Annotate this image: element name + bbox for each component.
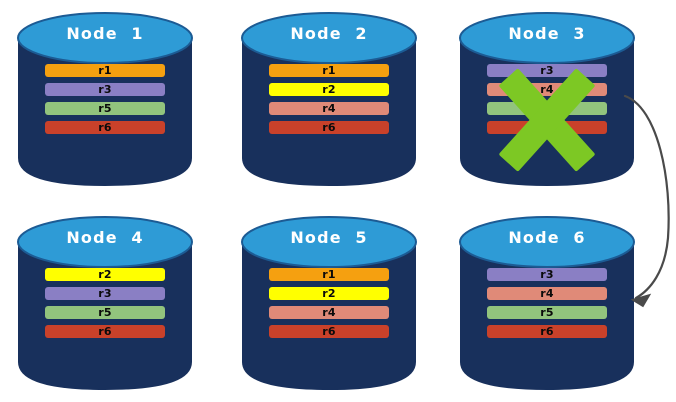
row-bar: r1 [269, 268, 389, 281]
row-bar: r2 [45, 268, 165, 281]
row-bar: r4 [487, 83, 607, 96]
row-bar: r3 [487, 268, 607, 281]
cylinder-top-ellipse [241, 216, 417, 268]
row-bar: r4 [269, 306, 389, 319]
cylinder-top-ellipse [459, 216, 635, 268]
row-bar: r6 [269, 121, 389, 134]
row-bar: r5 [487, 306, 607, 319]
row-bar: r1 [269, 64, 389, 77]
row-bar: r4 [487, 287, 607, 300]
row-bar: r2 [269, 83, 389, 96]
row-list-node-5: r1 r2 r4 r6 [269, 268, 389, 344]
row-list-node-3: r3 r4 r5 r6 [487, 64, 607, 140]
row-bar: r1 [45, 64, 165, 77]
row-list-node-2: r1 r2 r4 r6 [269, 64, 389, 140]
row-list-node-4: r2 r3 r5 r6 [45, 268, 165, 344]
row-bar: r4 [269, 102, 389, 115]
row-bar: r3 [487, 64, 607, 77]
row-bar: r6 [487, 121, 607, 134]
row-bar: r6 [269, 325, 389, 338]
row-bar: r3 [45, 287, 165, 300]
row-bar: r5 [45, 306, 165, 319]
row-bar: r5 [45, 102, 165, 115]
row-list-node-1: r1 r3 r5 r6 [45, 64, 165, 140]
row-bar: r3 [45, 83, 165, 96]
cylinder-top-ellipse [17, 216, 193, 268]
cylinder-top-ellipse [241, 12, 417, 64]
row-bar: r6 [487, 325, 607, 338]
row-bar: r6 [45, 121, 165, 134]
row-list-node-6: r3 r4 r5 r6 [487, 268, 607, 344]
cylinder-top-ellipse [459, 12, 635, 64]
row-bar: r2 [269, 287, 389, 300]
row-bar: r5 [487, 102, 607, 115]
row-bar: r6 [45, 325, 165, 338]
cylinder-top-ellipse [17, 12, 193, 64]
